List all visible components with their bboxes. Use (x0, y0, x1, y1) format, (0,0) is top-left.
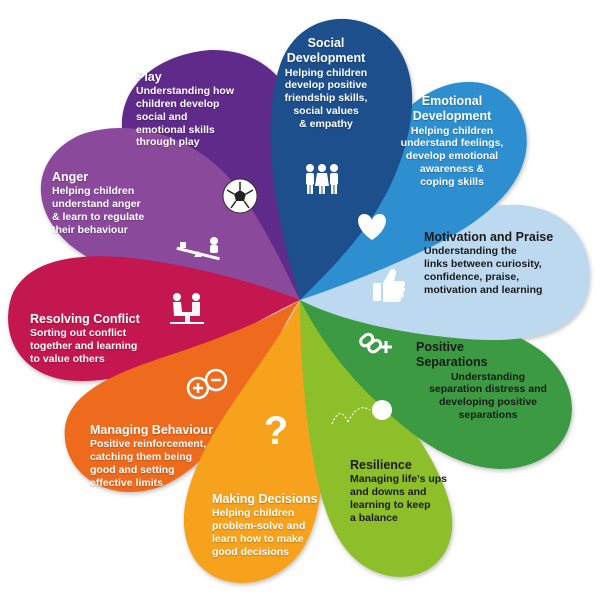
petal-play-text: Play Understanding how children develop … (136, 70, 262, 149)
petal-conflict-text: Resolving Conflict Sorting out conflict … (30, 312, 164, 366)
petal-motivation-title: Motivation and Praise (424, 230, 554, 244)
petal-resilience-description: Managing life's ups and downs and learni… (350, 473, 448, 524)
petal-anger-description: Helping children understand anger & lear… (52, 185, 145, 236)
petal-social-text: Social Development Helping children deve… (262, 36, 390, 130)
children-group-icon (306, 164, 338, 194)
two-people-sitting-icon (170, 293, 204, 324)
soccer-ball-icon (222, 178, 258, 214)
petal-behaviour-title: Managing Behaviour (90, 423, 213, 437)
svg-text:?: ? (264, 409, 288, 453)
petal-separations (300, 300, 572, 469)
petal-separations-description: Understanding separation distress and de… (429, 370, 547, 421)
heart-icon (358, 214, 386, 240)
petal-behaviour (64, 300, 300, 493)
petal-conflict-description: Sorting out conflict together and learni… (30, 327, 138, 365)
petal-decisions (183, 300, 323, 583)
petal-decisions-description: Helping children problem-solve and learn… (212, 507, 306, 558)
petal-emotional-description: Helping children understand feelings, de… (400, 124, 504, 188)
petal-separations-title: Positive Separations (416, 340, 488, 370)
petal-emotional-title: Emotional Development (412, 94, 492, 124)
petal-behaviour-text: Managing Behaviour Positive reinforcemen… (90, 423, 230, 489)
petal-social-description: Helping children develop positive friend… (284, 66, 368, 130)
petal-motivation-text: Motivation and Praise Understanding the … (424, 230, 584, 296)
plus-minus-icon (186, 368, 228, 400)
petal-social-title: Social Development (286, 36, 366, 66)
petal-conflict-title: Resolving Conflict (30, 312, 140, 326)
petal-behaviour-description: Positive reinforcement, catching them be… (90, 438, 207, 489)
seesaw-icon (176, 237, 220, 261)
petal-anger-title: Anger (52, 170, 89, 184)
petal-resilience-text: Resilience Managing life's ups and downs… (350, 458, 470, 524)
petal-emotional-text: Emotional Development Helping children u… (382, 94, 522, 188)
petal-resilience-title: Resilience (350, 458, 412, 472)
petal-decisions-title: Making Decisions (212, 492, 318, 506)
petal-play-description: Understanding how children develop socia… (136, 85, 234, 149)
petal-decisions-text: Making Decisions Helping children proble… (212, 492, 334, 558)
petal-social (270, 18, 413, 301)
thumbs-up-icon (373, 268, 406, 302)
petal-resilience (300, 300, 453, 577)
petal-motivation-description: Understanding the links between curiosit… (424, 245, 543, 296)
bouncing-ball-icon (331, 400, 392, 425)
petal-conflict (8, 256, 301, 381)
petal-emotional (300, 81, 527, 300)
petal-separations-text: Positive Separations Understanding separ… (414, 340, 562, 422)
petal-play-title: Play (136, 70, 162, 84)
petal-anger-text: Anger Helping children understand anger … (52, 170, 170, 236)
question-mark-icon: ? (264, 409, 288, 453)
petal-motivation (300, 204, 590, 341)
chain-link-plus-icon (359, 332, 392, 354)
